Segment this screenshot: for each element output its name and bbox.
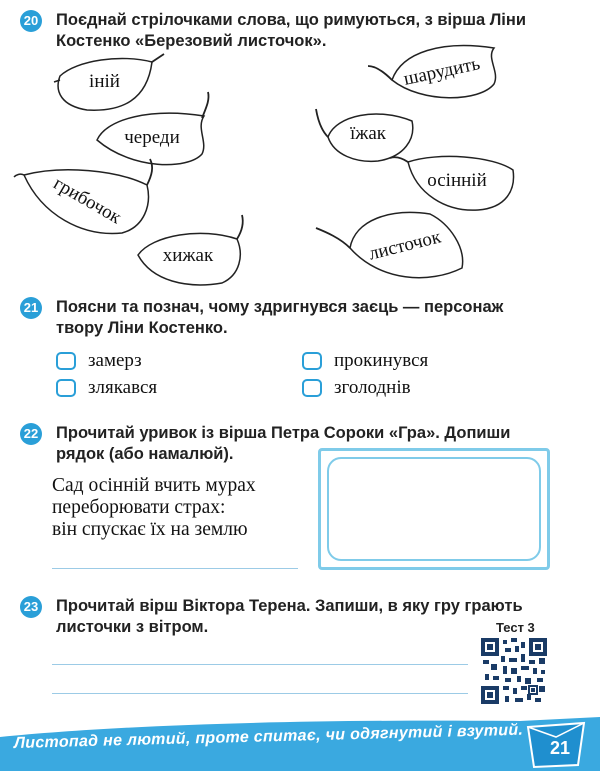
leaf-icon bbox=[53, 53, 165, 111]
footer-band bbox=[0, 717, 600, 771]
task-number: 21 bbox=[20, 297, 42, 319]
qr-code-icon[interactable] bbox=[481, 638, 547, 704]
page-number: 21 bbox=[549, 738, 571, 758]
drawing-frame[interactable] bbox=[318, 448, 550, 570]
test-label: Тест 3 bbox=[496, 620, 535, 635]
leaf-icon bbox=[367, 44, 497, 99]
leaf-word: осінній bbox=[427, 170, 487, 191]
task-number: 20 bbox=[20, 10, 42, 32]
leaf-word: хижак bbox=[162, 245, 214, 266]
leaf-icon bbox=[13, 158, 154, 235]
task-20: 20 Поєднай стрілочками слова, що римують… bbox=[20, 10, 590, 52]
task-23: 23 Прочитай вірш Віктора Терена. Запиши,… bbox=[20, 596, 590, 638]
option-prokynuvsya[interactable]: прокинувся bbox=[302, 350, 428, 372]
answer-line[interactable] bbox=[52, 664, 468, 665]
checkbox[interactable] bbox=[56, 352, 76, 370]
leaf-word: іній bbox=[89, 71, 120, 92]
task-instruction: Поясни та познач, чому здригнувся заєць … bbox=[56, 298, 504, 337]
leaf-left-1[interactable]: іній bbox=[52, 52, 165, 112]
task-instruction: Прочитай уривок із вірша Петра Сороки «Г… bbox=[56, 424, 511, 463]
leaf-word: їжак bbox=[349, 123, 387, 144]
answer-line[interactable] bbox=[52, 568, 298, 569]
leaf-icon bbox=[315, 211, 464, 279]
task-number: 22 bbox=[20, 423, 42, 445]
checkbox[interactable] bbox=[302, 352, 322, 370]
leaf-word: череди bbox=[124, 127, 180, 148]
leaf-right-1[interactable]: шарудить bbox=[367, 40, 502, 104]
answer-line[interactable] bbox=[52, 693, 468, 694]
checkbox[interactable] bbox=[302, 379, 322, 397]
task-21: 21 Поясни та познач, чому здригнувся зає… bbox=[20, 297, 590, 339]
option-zgolodniv[interactable]: зголоднів bbox=[302, 377, 411, 399]
leaf-icon bbox=[96, 91, 210, 166]
poem-excerpt: Сад осінній вчить мурах переборювати стр… bbox=[52, 475, 256, 540]
leaf-icon bbox=[315, 108, 414, 163]
task-instruction: Поєднай стрілочками слова, що римуються,… bbox=[56, 11, 526, 50]
leaf-icon bbox=[389, 155, 515, 211]
leaf-left-2[interactable]: череди bbox=[92, 91, 212, 168]
option-zlyakavsya[interactable]: злякався bbox=[56, 377, 157, 399]
leaf-icon bbox=[137, 214, 244, 286]
leaf-left-4[interactable]: хижак bbox=[132, 214, 244, 287]
leaf-right-4[interactable]: листочок bbox=[315, 208, 470, 284]
task-22: 22 Прочитай уривок із вірша Петра Сороки… bbox=[20, 423, 590, 465]
leaf-right-2[interactable]: їжак bbox=[315, 105, 418, 163]
task-number: 23 bbox=[20, 596, 42, 618]
leaf-left-3[interactable]: грибочок bbox=[13, 158, 154, 237]
leaf-right-3[interactable]: осінній bbox=[389, 150, 516, 212]
option-zamerz[interactable]: замерз bbox=[56, 350, 142, 372]
task-instruction: Прочитай вірш Віктора Терена. Запиши, в … bbox=[56, 597, 523, 636]
checkbox[interactable] bbox=[56, 379, 76, 397]
